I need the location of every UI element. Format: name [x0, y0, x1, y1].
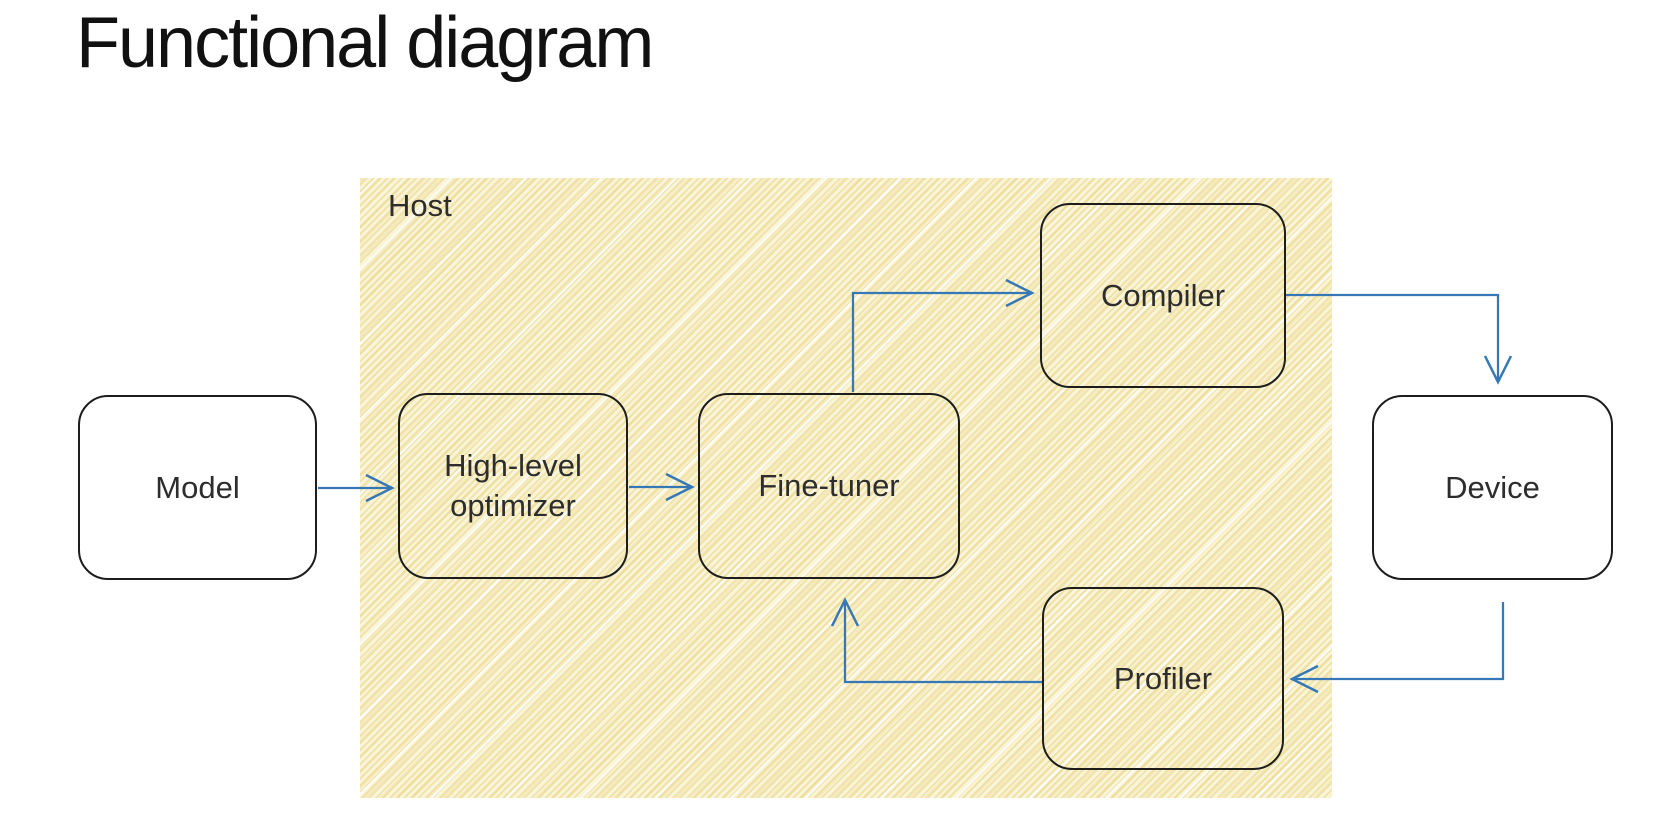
node-fine-tuner-label: Fine-tuner: [758, 468, 900, 504]
node-high-level-optimizer: High-level optimizer: [398, 393, 628, 579]
node-device: Device: [1372, 395, 1613, 580]
node-compiler: Compiler: [1040, 203, 1286, 388]
host-region-label: Host: [388, 188, 452, 223]
node-model-label: Model: [155, 469, 240, 505]
node-profiler: Profiler: [1042, 587, 1284, 770]
node-profiler-label: Profiler: [1113, 660, 1213, 696]
host-region: Host: [360, 178, 1332, 798]
node-device-label: Device: [1445, 469, 1540, 505]
node-high-level-optimizer-label: High-level optimizer: [444, 448, 582, 523]
node-fine-tuner: Fine-tuner: [698, 393, 960, 579]
node-model: Model: [78, 395, 317, 580]
page-title: Functional diagram: [76, 3, 654, 83]
node-compiler-label: Compiler: [1100, 277, 1226, 313]
